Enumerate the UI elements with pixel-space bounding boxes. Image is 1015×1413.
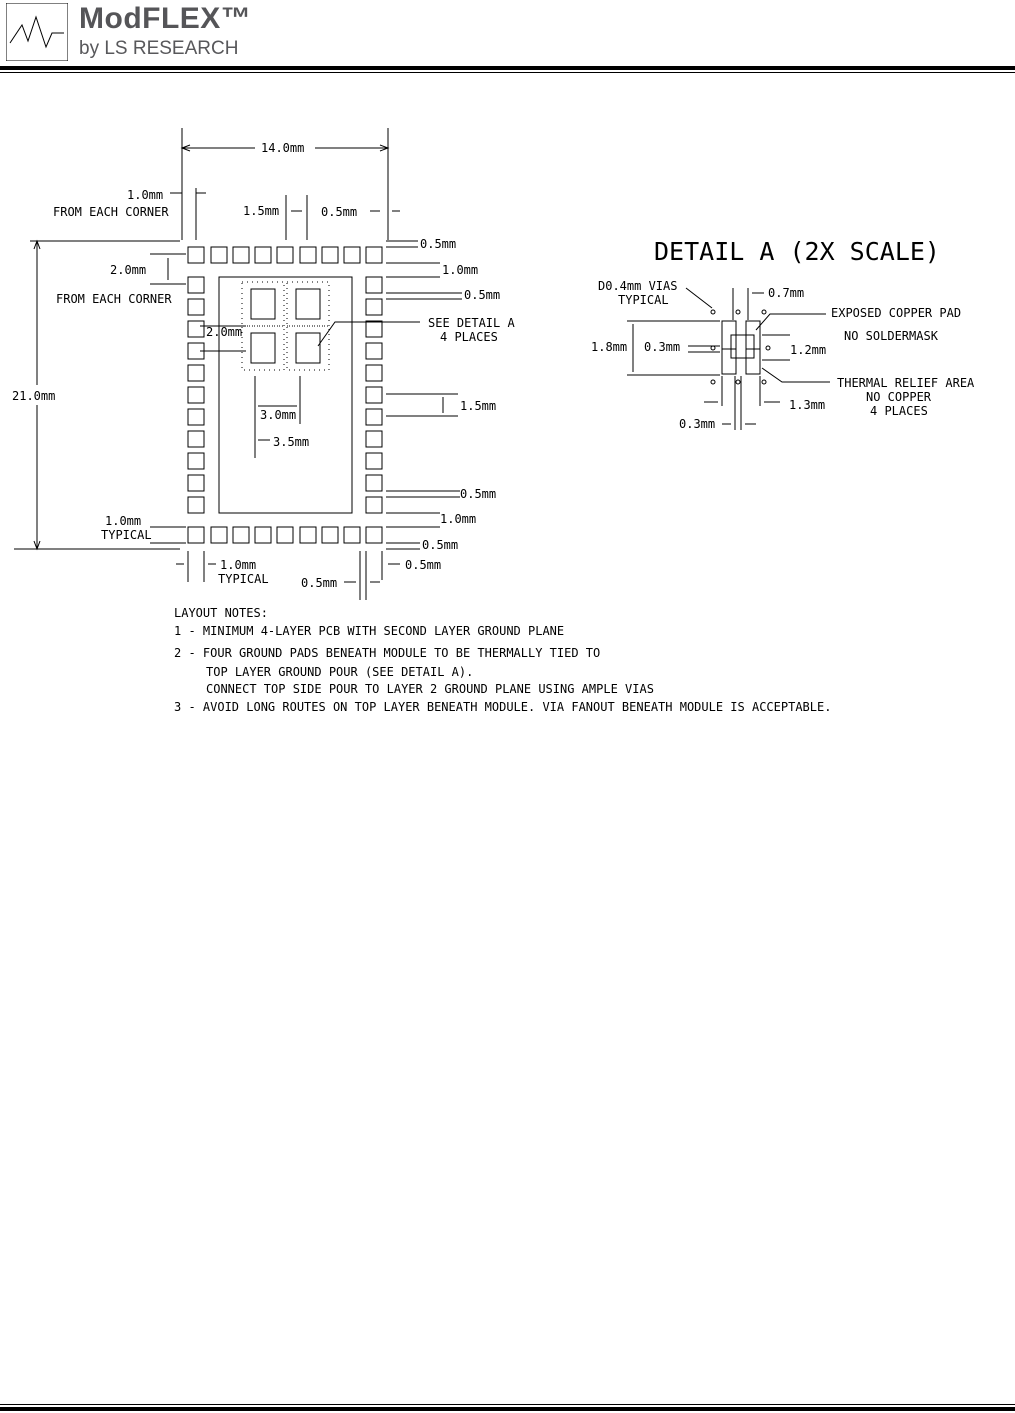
footprint-drawing: 14.0mm 1.0mm FROM EACH CORNER 1.5mm 0.5m…: [12, 128, 975, 714]
detail-title: DETAIL A (2X SCALE): [654, 237, 940, 266]
exposed-pad-label: EXPOSED COPPER PAD: [831, 306, 961, 320]
pad-offset-label: 2.0mm: [206, 325, 242, 339]
note-3: 3 - AVOID LONG ROUTES ON TOP LAYER BENEA…: [174, 700, 831, 714]
dim-12-label: 1.2mm: [790, 343, 826, 357]
right-pad-column: [365, 276, 383, 514]
dim-18-label: 1.8mm: [591, 340, 627, 354]
right-15mm-label: 1.5mm: [460, 399, 496, 413]
from-corner-top-label: FROM EACH CORNER: [53, 205, 169, 219]
no-copper-label: NO COPPER: [866, 390, 932, 404]
footer-rule: [0, 1407, 1015, 1411]
vias-label: D0.4mm VIAS: [598, 279, 677, 293]
right-05mm-bot-label: 0.5mm: [460, 487, 496, 501]
notes-heading: LAYOUT NOTES:: [174, 606, 268, 620]
right-05mm-top-label: 0.5mm: [464, 288, 500, 302]
dim-width-label: 14.0mm: [261, 141, 304, 155]
right-1mm-top-label: 1.0mm: [442, 263, 478, 277]
top-pad-row: [187, 246, 383, 264]
brand-title: ModFLEX™: [79, 2, 252, 35]
see-detail-label: SEE DETAIL A: [428, 316, 515, 330]
ground-pads: [241, 281, 330, 371]
four-places-label: 4 PLACES: [440, 330, 498, 344]
no-soldermask-label: NO SOLDERMASK: [844, 329, 939, 343]
bottom-left-typical-label: TYPICAL: [101, 528, 152, 542]
brand-subtitle: by LS RESEARCH: [79, 38, 239, 59]
pin-gap-top-label: 0.5mm: [321, 205, 357, 219]
right-gap-top-label: 0.5mm: [420, 237, 456, 251]
layout-notes: LAYOUT NOTES: 1 - MINIMUM 4-LAYER PCB WI…: [174, 606, 831, 714]
bottom-05mm-right-label: 0.5mm: [405, 558, 441, 572]
pad-spacing-35-label: 3.5mm: [273, 435, 309, 449]
right-05mm-bot2-label: 0.5mm: [422, 538, 458, 552]
header-rule-thin: [0, 72, 1015, 73]
dim-07-label: 0.7mm: [768, 286, 804, 300]
bottom-typical-label: TYPICAL: [218, 572, 269, 586]
detail-four-places-label: 4 PLACES: [870, 404, 928, 418]
lsr-logo-icon: [6, 3, 68, 61]
footer-rule-thin: [0, 1404, 1015, 1405]
detail-a: DETAIL A (2X SCALE) D0.4mm VIAS TYPICAL …: [591, 237, 975, 431]
pad-spacing-30-label: 3.0mm: [260, 408, 296, 422]
note-2b: TOP LAYER GROUND POUR (SEE DETAIL A).: [206, 665, 473, 679]
dim-03-left-label: 0.3mm: [644, 340, 680, 354]
note-1: 1 - MINIMUM 4-LAYER PCB WITH SECOND LAYE…: [174, 624, 564, 638]
corner-left-label: 2.0mm: [110, 263, 146, 277]
thermal-relief-label: THERMAL RELIEF AREA: [837, 376, 975, 390]
module-keepout: [218, 276, 353, 514]
dim-03-bottom-label: 0.3mm: [679, 417, 715, 431]
bottom-left-1mm-label: 1.0mm: [105, 514, 141, 528]
dim-13-label: 1.3mm: [789, 398, 825, 412]
note-2c: CONNECT TOP SIDE POUR TO LAYER 2 GROUND …: [206, 682, 654, 696]
vias-typical-label: TYPICAL: [618, 293, 669, 307]
dim-height-label: 21.0mm: [12, 389, 55, 403]
header-rule: [0, 66, 1015, 70]
pin-width-label: 1.5mm: [243, 204, 279, 218]
note-2a: 2 - FOUR GROUND PADS BENEATH MODULE TO B…: [174, 646, 600, 660]
bottom-05mm-label: 0.5mm: [301, 576, 337, 590]
right-1mm-bot-label: 1.0mm: [440, 512, 476, 526]
corner-top-label: 1.0mm: [127, 188, 163, 202]
left-pad-column: [187, 276, 205, 514]
from-corner-left-label: FROM EACH CORNER: [56, 292, 172, 306]
bottom-1mm-label: 1.0mm: [220, 558, 256, 572]
bottom-pad-row: [187, 526, 383, 544]
